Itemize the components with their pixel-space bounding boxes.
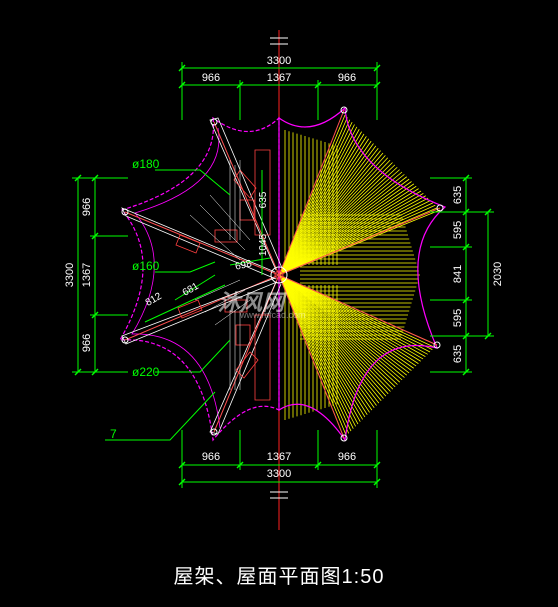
dim-right-part-3: 841 (452, 265, 464, 283)
dim-left-part-2: 1367 (81, 263, 93, 287)
dim-bottom-part-3: 966 (338, 451, 356, 463)
dimension-lines (72, 62, 494, 488)
center-post (270, 266, 288, 284)
rafter-tip-circles (121, 106, 444, 442)
dim-bottom-part-1: 966 (202, 451, 220, 463)
roof-tiles-right-half (278, 114, 441, 439)
dim-bottom-total: 3300 (267, 468, 291, 480)
dim-right-part-2: 595 (452, 221, 464, 239)
drawing-title: 屋架、屋面平面图1:50 (173, 566, 385, 588)
dim-left-part-3: 966 (81, 334, 93, 352)
watermark-logo: 沐风网 (218, 290, 285, 315)
dim-inner-635: 635 (258, 191, 269, 208)
label-leader-7: 7 (110, 427, 117, 441)
dim-bottom-part-2: 1367 (267, 451, 291, 463)
rafter-beams (121, 117, 283, 435)
label-d160: ø160 (132, 259, 160, 273)
dim-inner-698: 698 (234, 258, 253, 272)
purlins (175, 149, 271, 401)
dim-top-total: 3300 (267, 55, 291, 67)
dim-right-part-1: 635 (452, 186, 464, 204)
dim-left-part-1: 966 (81, 198, 93, 216)
dim-inner-1045: 1045 (258, 233, 269, 256)
dim-inner-681: 681 (181, 281, 201, 299)
center-post-inner (274, 270, 284, 280)
dim-right-part-4: 595 (452, 309, 464, 327)
label-d180: ø180 (132, 157, 160, 171)
roof-outline-left-inner (131, 127, 221, 429)
dim-top-part-2: 1367 (267, 72, 291, 84)
dimension-ticks (74, 64, 492, 486)
label-d220: ø220 (132, 365, 160, 379)
inner-hatch (189, 160, 251, 390)
dim-left-total: 3300 (64, 263, 76, 287)
dim-right-part-5: 635 (452, 345, 464, 363)
roof-outline (278, 106, 447, 442)
dim-right-total: 2030 (492, 262, 504, 286)
dim-inner-812: 812 (144, 291, 164, 309)
watermark-url: www.mfcad.com (240, 310, 306, 320)
roof-outline-left (118, 116, 280, 442)
dim-top-part-1: 966 (202, 72, 220, 84)
dim-top-part-3: 966 (338, 72, 356, 84)
